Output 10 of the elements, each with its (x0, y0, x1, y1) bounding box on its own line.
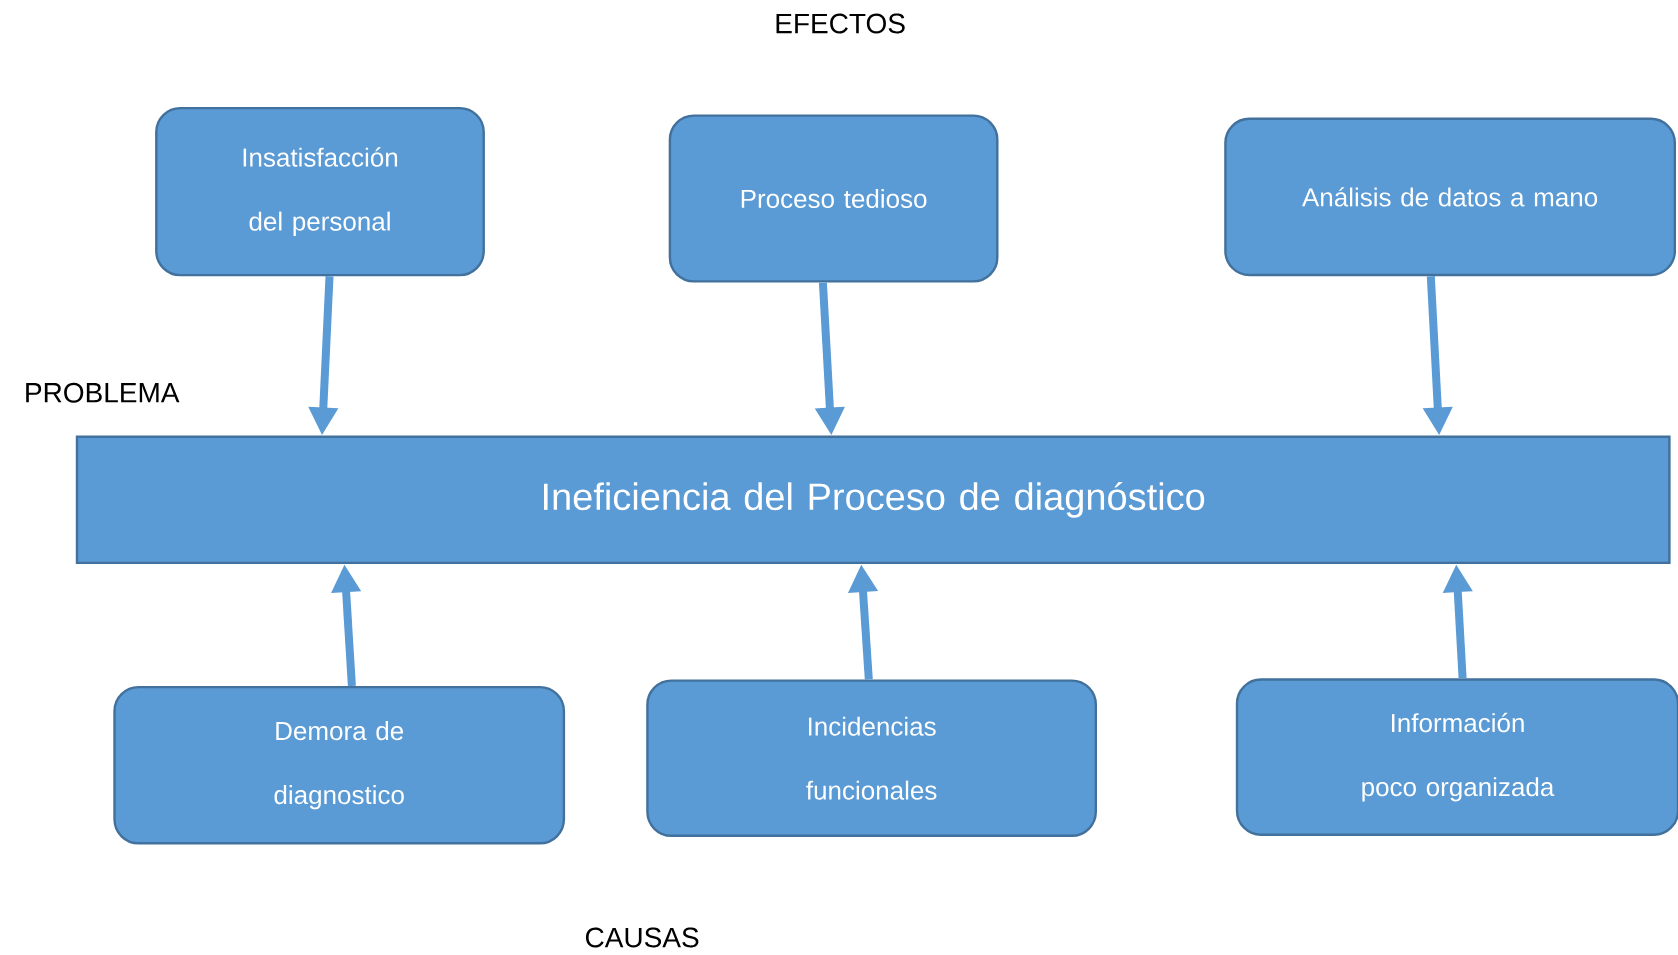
rounded-box: Insatisfacción del personal (155, 106, 485, 277)
section-label: PROBLEMA (26, 382, 180, 403)
rounded-box: Demora de diagnostico (113, 685, 566, 845)
rounded-box: Incidencias funcionales (646, 679, 1097, 837)
rounded-box: Información poco organizada (1235, 678, 1678, 836)
section-label: EFECTOS (776, 13, 905, 34)
problem-bar: Ineficiencia del Proceso de diagnóstico (75, 435, 1671, 565)
rounded-box: Proceso tedioso (668, 114, 999, 283)
rounded-box: Análisis de datos a mano (1224, 117, 1676, 277)
section-label: CAUSAS (585, 927, 699, 948)
